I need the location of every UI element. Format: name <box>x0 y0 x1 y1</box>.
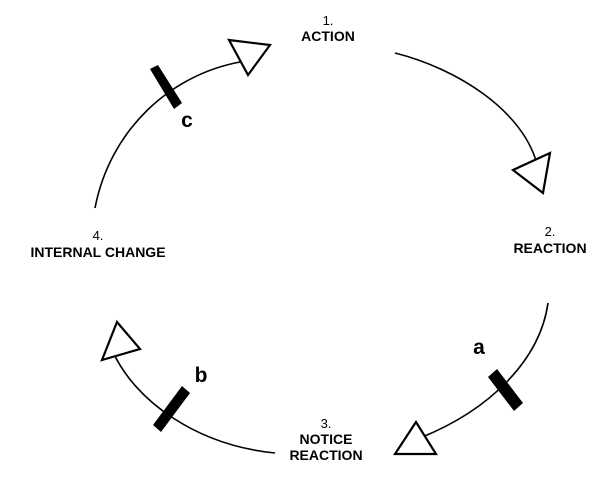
stage-1-label: ACTION <box>301 28 355 44</box>
stage-2-number: 2. <box>545 224 556 239</box>
arc-internal-to-action <box>94 61 241 209</box>
block-label-c: c <box>181 109 193 132</box>
arc-reaction-to-notice <box>419 302 549 439</box>
arrowhead-to-reaction <box>510 151 552 195</box>
stage-3-label-line1: NOTICE <box>300 431 353 447</box>
arc-action-to-reaction <box>394 52 539 169</box>
block-bar-b <box>153 386 190 432</box>
block-label-b: b <box>195 364 208 387</box>
stage-4-number: 4. <box>93 228 104 243</box>
block-bar-c <box>150 65 182 109</box>
stage-4-label: INTERNAL CHANGE <box>30 244 165 260</box>
arrowhead-to-notice-reaction <box>392 419 438 456</box>
arrowhead-to-action <box>227 38 272 78</box>
stage-1-number: 1. <box>323 13 334 28</box>
arc-notice-to-internal <box>112 351 276 454</box>
stage-2-label: REACTION <box>513 240 586 256</box>
block-label-a: a <box>473 336 485 359</box>
stage-3-label-line2: REACTION <box>289 447 362 463</box>
block-bar-a <box>488 369 523 411</box>
arrowhead-to-internal-change <box>100 319 142 362</box>
stage-3-number: 3. <box>321 416 332 431</box>
